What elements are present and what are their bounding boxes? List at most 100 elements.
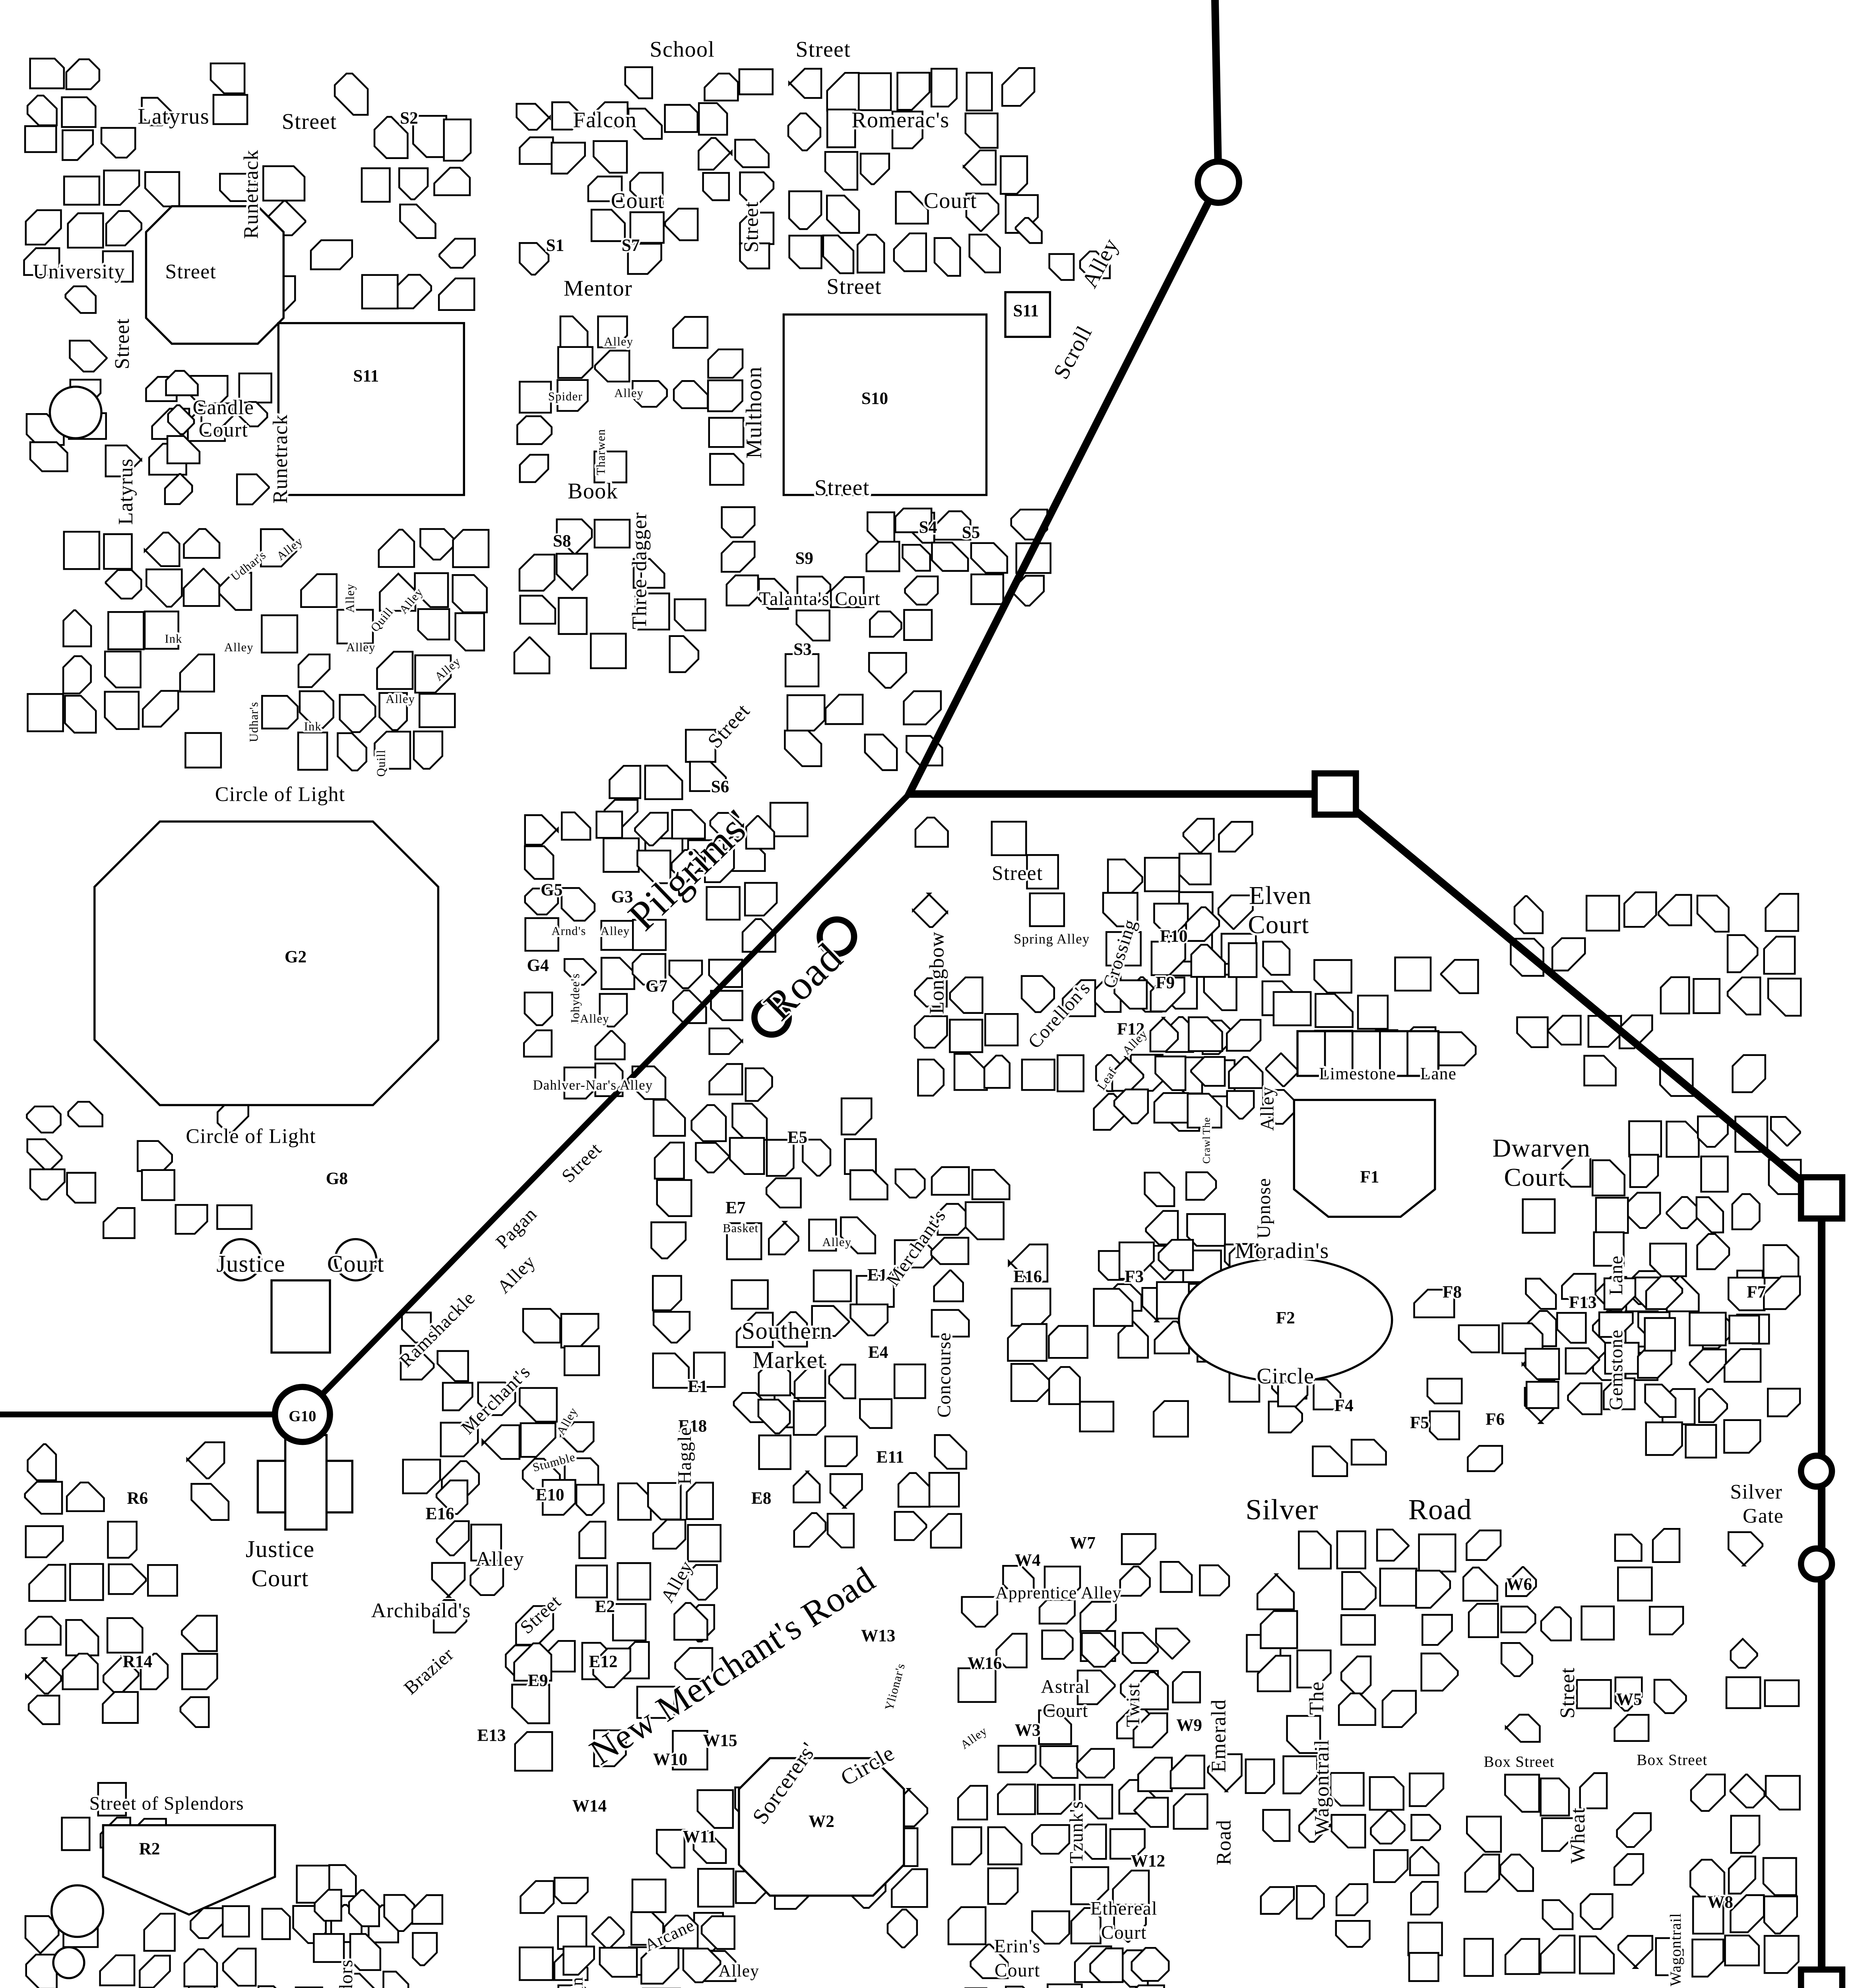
building (734, 139, 770, 168)
building (1591, 1159, 1625, 1197)
building (103, 169, 140, 206)
building (1685, 1424, 1717, 1459)
building (957, 1667, 997, 1703)
building (1730, 1894, 1765, 1934)
building (1522, 1198, 1556, 1234)
building (1153, 1092, 1189, 1124)
building (401, 1311, 432, 1344)
building (63, 175, 101, 206)
street-label: Basket (723, 1221, 758, 1235)
building (556, 518, 593, 557)
building (914, 816, 949, 848)
block-id-label: S6 (711, 777, 729, 796)
building (721, 541, 756, 573)
building (519, 1387, 558, 1423)
building (673, 598, 706, 631)
building (519, 136, 554, 165)
street-label: Ink (165, 632, 182, 646)
building (235, 401, 268, 427)
block-id-label: W4 (1015, 1551, 1041, 1570)
building (858, 72, 892, 111)
building (524, 814, 559, 846)
building (1031, 1824, 1071, 1855)
building (987, 1826, 1022, 1866)
building (27, 1443, 57, 1481)
building (933, 1269, 964, 1303)
building (822, 234, 855, 274)
building (772, 1311, 808, 1347)
building (1107, 858, 1143, 894)
block-id-label: S11 (1013, 301, 1039, 320)
building (167, 404, 195, 435)
street-label: Alley (719, 1961, 760, 1980)
building (184, 732, 222, 769)
building (1415, 1570, 1451, 1609)
building (514, 1731, 553, 1772)
building (757, 1398, 791, 1435)
building (895, 191, 929, 225)
street-label: Latyrus (114, 458, 137, 524)
building (65, 58, 101, 90)
block-id-label: S3 (793, 640, 812, 659)
building (947, 1906, 987, 1945)
building (1048, 1366, 1081, 1405)
building (1047, 1983, 1083, 1988)
building (962, 149, 997, 186)
block-id-label: G4 (527, 956, 549, 975)
building (1081, 1632, 1120, 1668)
building (513, 1642, 553, 1682)
building (987, 1867, 1019, 1905)
building (443, 118, 472, 162)
building (141, 1169, 176, 1201)
building (1691, 1938, 1724, 1978)
street-label: Road (1408, 1493, 1472, 1526)
building (587, 175, 623, 202)
street-label: The Wagontrail (1667, 1913, 1684, 1988)
building (219, 173, 256, 202)
building (788, 190, 822, 230)
building (1026, 854, 1059, 890)
building (970, 1943, 1009, 1979)
block-id-label: E1 (688, 1377, 708, 1396)
building (1420, 1652, 1459, 1692)
building (1696, 1233, 1730, 1270)
street-label: Alley (614, 386, 644, 400)
block-id-label: G7 (646, 977, 667, 996)
street-label: Alley (343, 583, 357, 613)
street-label: Alley (476, 1548, 524, 1571)
landmark-building (145, 205, 285, 345)
block-id-label: E10 (535, 1485, 564, 1505)
building (1724, 1934, 1760, 1967)
building (349, 1933, 381, 1971)
building (26, 1105, 62, 1134)
building (1547, 1015, 1582, 1046)
building (1000, 155, 1028, 195)
building (557, 379, 589, 412)
building (844, 1138, 877, 1175)
building (1440, 959, 1479, 994)
building (997, 1783, 1036, 1815)
street-label: Three-dagger (628, 512, 651, 629)
building (1185, 1171, 1217, 1201)
building (1410, 1881, 1439, 1916)
street-label: Alley (604, 335, 633, 348)
building (632, 919, 667, 951)
building (856, 234, 885, 274)
street-label: Road (1212, 1819, 1235, 1865)
block-id-label: F10 (1160, 927, 1188, 946)
building (1524, 1348, 1560, 1380)
street-label: Alley (580, 1012, 609, 1025)
building (591, 1916, 625, 1951)
building (739, 212, 775, 245)
block-id-label: S9 (795, 549, 813, 568)
building (1765, 1775, 1801, 1811)
building (1728, 1314, 1760, 1344)
building (1422, 1614, 1453, 1646)
block-id-label: S10 (861, 389, 888, 408)
block-id-label: S5 (962, 523, 980, 542)
building (652, 1519, 687, 1550)
street-label: Alley (601, 924, 630, 938)
building (1579, 1935, 1615, 1974)
building (685, 729, 716, 763)
building (337, 732, 367, 772)
